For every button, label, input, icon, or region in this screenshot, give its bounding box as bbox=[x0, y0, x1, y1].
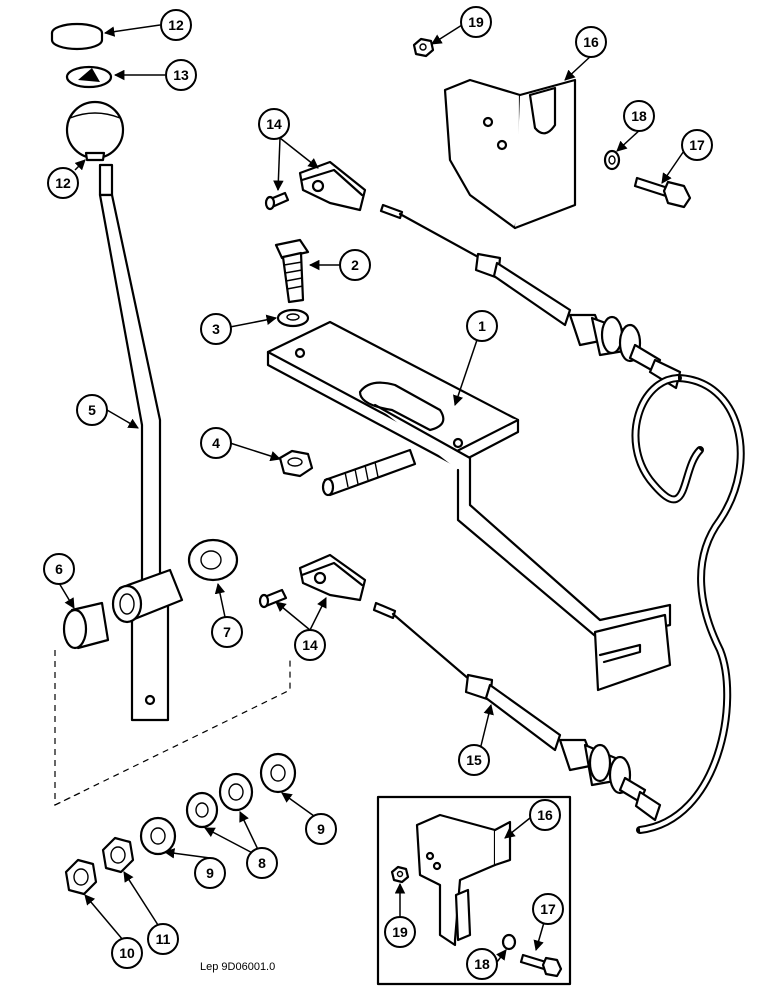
mounting-bracket-part bbox=[266, 320, 672, 692]
leader-lines bbox=[58, 24, 689, 963]
thrust-washer-part bbox=[187, 538, 239, 582]
clevis-bottom-part bbox=[258, 553, 367, 609]
svg-text:14: 14 bbox=[266, 116, 282, 132]
drawing-reference-label: Lep 9D06001.0 bbox=[200, 961, 275, 973]
callout-17-inset: 17 bbox=[532, 893, 564, 925]
callout-12-cap: 12 bbox=[160, 9, 192, 41]
gear-lever-part bbox=[98, 163, 184, 722]
callout-10: 10 bbox=[111, 937, 143, 969]
svg-text:8: 8 bbox=[258, 855, 266, 871]
svg-text:18: 18 bbox=[474, 956, 490, 972]
svg-text:5: 5 bbox=[88, 402, 96, 418]
svg-text:19: 19 bbox=[392, 924, 408, 940]
knob-cap-part bbox=[50, 22, 104, 51]
gear-knob-ball-part bbox=[65, 100, 125, 162]
svg-text:2: 2 bbox=[351, 257, 359, 273]
callout-16-inset: 16 bbox=[529, 799, 561, 831]
callout-12-knob: 12 bbox=[47, 167, 79, 199]
callout-16-top: 16 bbox=[575, 26, 607, 58]
clevis-top-part bbox=[264, 160, 367, 212]
plain-washer-part bbox=[276, 308, 310, 328]
lever-washers-nuts-group bbox=[64, 752, 297, 896]
svg-text:16: 16 bbox=[537, 807, 553, 823]
bushing-part bbox=[62, 601, 110, 650]
callout-14-top: 14 bbox=[258, 108, 290, 140]
svg-text:16: 16 bbox=[583, 34, 599, 50]
svg-text:4: 4 bbox=[212, 435, 220, 451]
svg-text:12: 12 bbox=[55, 175, 71, 191]
control-cable-part bbox=[372, 203, 745, 834]
svg-text:17: 17 bbox=[689, 137, 705, 153]
cable-bracket-top-part bbox=[443, 78, 577, 230]
svg-text:7: 7 bbox=[223, 624, 231, 640]
knob-emblem-part bbox=[65, 65, 113, 89]
cable-washer-top-part bbox=[603, 149, 621, 171]
svg-text:11: 11 bbox=[156, 931, 171, 947]
svg-text:19: 19 bbox=[468, 14, 484, 30]
callout-17-top: 17 bbox=[681, 129, 713, 161]
callout-7: 7 bbox=[211, 616, 243, 648]
callout-14-bottom: 14 bbox=[294, 629, 326, 661]
callout-19-top: 19 bbox=[460, 6, 492, 38]
assembly-guide-lines bbox=[54, 650, 291, 806]
svg-text:18: 18 bbox=[631, 108, 647, 124]
svg-text:9: 9 bbox=[317, 821, 325, 837]
callout-18-top: 18 bbox=[623, 100, 655, 132]
callout-18-inset: 18 bbox=[466, 948, 498, 980]
svg-text:6: 6 bbox=[55, 561, 63, 577]
callout-6: 6 bbox=[43, 553, 75, 585]
bolt-part bbox=[274, 238, 310, 304]
callout-13: 13 bbox=[165, 59, 197, 91]
callout-3: 3 bbox=[200, 313, 232, 345]
callout-15: 15 bbox=[458, 744, 490, 776]
callout-11: 11 bbox=[147, 923, 179, 955]
callout-8: 8 bbox=[246, 847, 278, 879]
callout-5: 5 bbox=[76, 394, 108, 426]
svg-text:9: 9 bbox=[206, 865, 214, 881]
svg-text:3: 3 bbox=[212, 321, 220, 337]
svg-text:17: 17 bbox=[540, 901, 556, 917]
callout-19-inset: 19 bbox=[384, 916, 416, 948]
callout-4: 4 bbox=[200, 427, 232, 459]
svg-text:12: 12 bbox=[168, 17, 184, 33]
callout-2: 2 bbox=[339, 249, 371, 281]
hex-nut-part bbox=[278, 449, 314, 478]
callout-1: 1 bbox=[466, 310, 498, 342]
svg-text:14: 14 bbox=[302, 637, 318, 653]
svg-text:15: 15 bbox=[466, 752, 482, 768]
svg-text:13: 13 bbox=[173, 67, 189, 83]
cable-bolt-top-part bbox=[633, 176, 692, 209]
svg-text:1: 1 bbox=[478, 318, 486, 334]
callout-9-right: 9 bbox=[305, 813, 337, 845]
svg-text:10: 10 bbox=[119, 945, 135, 961]
cable-nut-top-part bbox=[412, 37, 435, 58]
callout-9-left: 9 bbox=[194, 857, 226, 889]
